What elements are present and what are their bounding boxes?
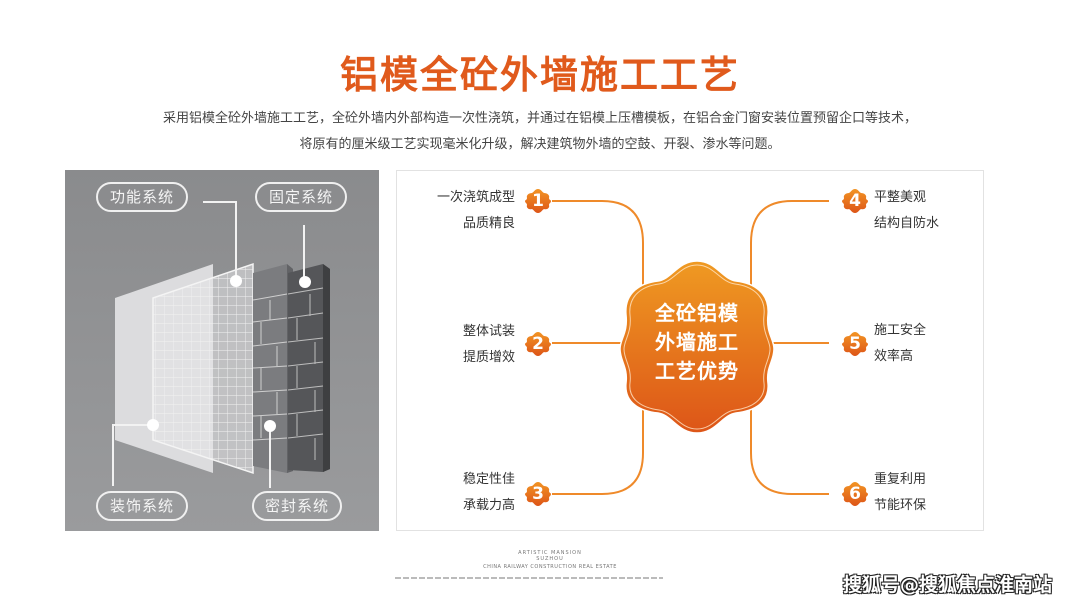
wall-layers-illustration [112, 201, 330, 488]
advantage-1-line2: 品质精良 [462, 216, 515, 231]
center-line-2: 外墙施工 [655, 330, 739, 354]
badge-number-1: 1 [532, 191, 544, 211]
advantage-3-line2: 承载力高 [462, 498, 515, 513]
label-sealing-system: 密封系统 [252, 491, 342, 521]
advantage-6-line2: 节能环保 [874, 498, 927, 513]
number-badge-1: 1 [525, 188, 551, 214]
advantage-1-line1: 一次浇筑成型 [436, 190, 515, 205]
label-decorative-system: 装饰系统 [96, 491, 188, 521]
advantage-item-1-text: 一次浇筑成型 品质精良 [417, 185, 515, 237]
advantages-diagram: 全砼铝模 外墙施工 工艺优势 一次浇筑成型 品质精良 整体试装 提质增效 稳定性… [396, 170, 984, 531]
advantage-4-line2: 结构自防水 [874, 216, 940, 231]
advantage-4-line1: 平整美观 [874, 190, 927, 205]
badge-number-2: 2 [532, 334, 544, 354]
advantage-3-line1: 稳定性佳 [462, 472, 515, 487]
badge-number-4: 4 [849, 191, 861, 211]
label-functional-system: 功能系统 [96, 182, 188, 212]
number-badge-6: 6 [842, 481, 868, 507]
page-title: 铝模全砼外墙施工工艺 [339, 53, 740, 97]
number-badge-2: 2 [525, 331, 551, 357]
advantage-6-line1: 重复利用 [874, 472, 927, 487]
label-fixing-system: 固定系统 [255, 182, 347, 212]
number-badge-3: 3 [525, 481, 551, 507]
advantage-item-6-text: 重复利用 节能环保 [874, 467, 974, 519]
advantage-item-2-text: 整体试装 提质增效 [417, 319, 515, 371]
advantage-5-line2: 效率高 [874, 349, 914, 364]
connector-lines [552, 200, 829, 495]
number-badge-4: 4 [842, 188, 868, 214]
logo-line-2: SUZHOU [536, 556, 564, 562]
number-badge-5: 5 [842, 331, 868, 357]
description-line-2: 将原有的厘米级工艺实现毫米化升级，解决建筑物外墙的空鼓、开裂、渗水等问题。 [299, 137, 781, 152]
logo-line-3: CHINA RAILWAY CONSTRUCTION REAL ESTATE [483, 564, 617, 570]
advantage-5-line1: 施工安全 [874, 323, 927, 338]
advantage-2-line2: 提质增效 [462, 350, 515, 365]
advantage-item-4-text: 平整美观 结构自防水 [874, 185, 974, 237]
center-advantages-badge: 全砼铝模 外墙施工 工艺优势 [618, 257, 776, 435]
footer-logo: ARTISTIC MANSION SUZHOU CHINA RAILWAY CO… [400, 550, 700, 571]
badge-number-3: 3 [532, 484, 544, 504]
badge-number-5: 5 [849, 334, 861, 354]
wall-layer-diagram: 功能系统 固定系统 装饰系统 密封系统 [65, 170, 379, 531]
center-line-1: 全砼铝模 [655, 301, 739, 325]
footer-fine-print [395, 577, 663, 579]
logo-line-1: ARTISTIC MANSION [518, 550, 582, 556]
description-line-1: 采用铝模全砼外墙施工工艺，全砼外墙内外部构造一次性浇筑，并通过在铝模上压槽模板，… [162, 111, 917, 126]
advantage-2-line1: 整体试装 [462, 324, 515, 339]
watermark: 搜狐号@搜狐焦点淮南站 [842, 574, 1052, 596]
advantage-item-5-text: 施工安全 效率高 [874, 318, 974, 370]
advantage-item-3-text: 稳定性佳 承载力高 [417, 467, 515, 519]
center-line-3: 工艺优势 [655, 359, 739, 383]
badge-number-6: 6 [849, 484, 861, 504]
